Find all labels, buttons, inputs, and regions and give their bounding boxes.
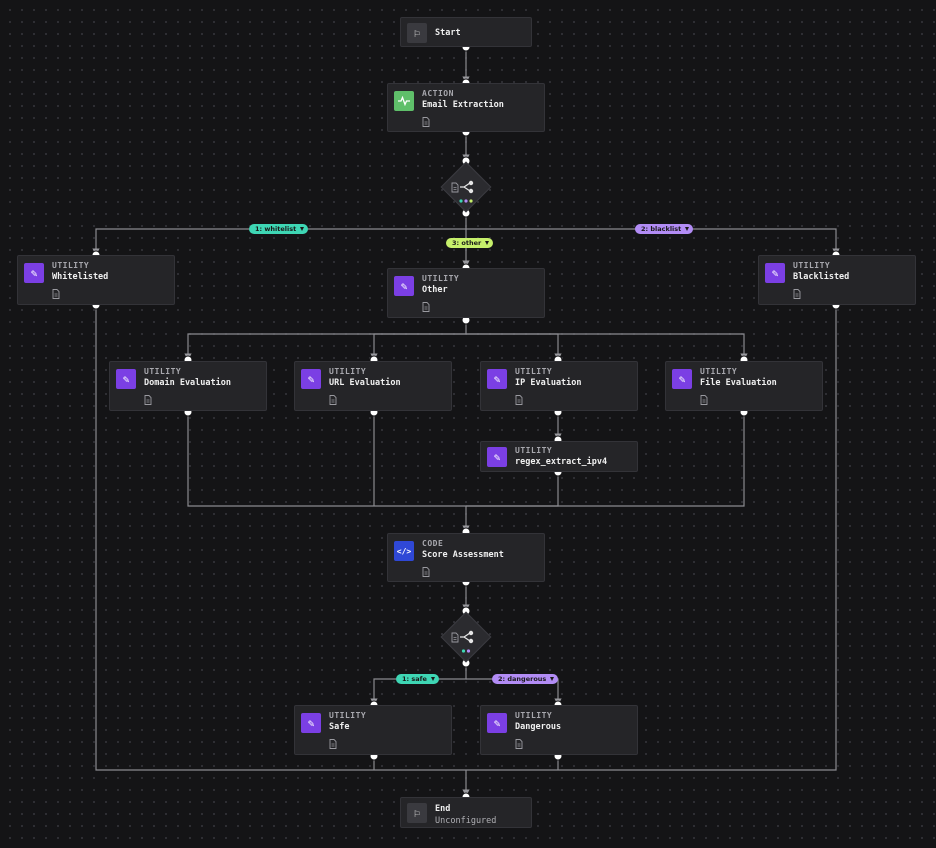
edge-file-score — [466, 412, 745, 507]
node-title: Blacklisted — [793, 272, 850, 282]
wrench-icon: ✎ — [394, 276, 414, 296]
caret-down-icon — [685, 227, 690, 231]
node-title: regex_extract_ipv4 — [515, 457, 608, 467]
node-title: Start — [435, 28, 461, 38]
caret-down-icon — [300, 227, 305, 231]
node-file-evaluation[interactable]: ✎ UTILITY File Evaluation — [665, 361, 823, 411]
node-subtitle: Unconfigured — [435, 816, 497, 826]
document-icon — [515, 395, 523, 405]
node-domain-evaluation[interactable]: ✎ UTILITY Domain Evaluation — [109, 361, 267, 411]
node-type: UTILITY — [515, 367, 553, 376]
document-icon — [451, 632, 459, 643]
branch-badge-whitelist[interactable]: 1: whitelist — [249, 224, 309, 234]
wrench-icon: ✎ — [672, 369, 692, 389]
node-type: ACTION — [422, 89, 454, 98]
document-icon — [422, 567, 430, 577]
node-type: UTILITY — [329, 711, 367, 720]
node-type: UTILITY — [793, 261, 831, 270]
branch-badge-blacklist[interactable]: 2: blacklist — [635, 224, 694, 234]
branch-badge-dangerous[interactable]: 2: dangerous — [492, 674, 559, 684]
document-icon — [451, 182, 459, 193]
node-end[interactable]: ⚐ End Unconfigured — [400, 797, 532, 828]
document-icon — [700, 395, 708, 405]
edge-other-domain — [184, 320, 467, 361]
wrench-icon: ✎ — [487, 713, 507, 733]
node-blacklisted[interactable]: ✎ UTILITY Blacklisted — [758, 255, 916, 305]
caret-down-icon — [485, 241, 490, 245]
node-type: UTILITY — [422, 274, 460, 283]
flag-icon: ⚐ — [407, 23, 427, 43]
node-safe[interactable]: ✎ UTILITY Safe — [294, 705, 452, 755]
node-type: UTILITY — [144, 367, 182, 376]
node-title: Score Assessment — [422, 550, 504, 560]
node-title: Email Extraction — [422, 100, 504, 110]
node-title: Domain Evaluation — [144, 378, 231, 388]
node-type: UTILITY — [515, 711, 553, 720]
node-url-evaluation[interactable]: ✎ UTILITY URL Evaluation — [294, 361, 452, 411]
branch-badge-other[interactable]: 3: other — [446, 238, 494, 248]
document-icon — [422, 117, 430, 127]
wrench-icon: ✎ — [301, 369, 321, 389]
node-dangerous[interactable]: ✎ UTILITY Dangerous — [480, 705, 638, 755]
branch-icon — [460, 180, 474, 194]
node-title: Whitelisted — [52, 272, 109, 282]
edge-other-url — [370, 333, 466, 361]
document-icon — [144, 395, 152, 405]
node-ip-evaluation[interactable]: ✎ UTILITY IP Evaluation — [480, 361, 638, 411]
node-type: UTILITY — [329, 367, 367, 376]
node-whitelisted[interactable]: ✎ UTILITY Whitelisted — [17, 255, 175, 305]
edge-other-ip — [466, 333, 562, 361]
wrench-icon: ✎ — [487, 447, 507, 467]
node-title: IP Evaluation — [515, 378, 582, 388]
branch-badge-safe[interactable]: 1: safe — [396, 674, 439, 684]
node-type: CODE — [422, 539, 444, 548]
edge-whitelisted-end — [95, 305, 466, 771]
wrench-icon: ✎ — [116, 369, 136, 389]
edge-other-file — [466, 333, 748, 361]
document-icon — [793, 289, 801, 299]
node-title: End — [435, 804, 451, 814]
document-icon — [515, 739, 523, 749]
node-email-extraction[interactable]: ACTION Email Extraction — [387, 83, 545, 132]
node-title: File Evaluation — [700, 378, 777, 388]
caret-down-icon — [550, 677, 555, 681]
node-title: URL Evaluation — [329, 378, 401, 388]
edge-diamond-blacklist — [466, 228, 840, 256]
document-icon — [329, 395, 337, 405]
wrench-icon: ✎ — [301, 713, 321, 733]
activity-icon — [394, 91, 414, 111]
node-other[interactable]: ✎ UTILITY Other — [387, 268, 545, 318]
document-icon — [329, 739, 337, 749]
wrench-icon: ✎ — [487, 369, 507, 389]
wrench-icon: ✎ — [24, 263, 44, 283]
document-icon — [422, 302, 430, 312]
node-title: Dangerous — [515, 722, 562, 732]
decision-node-2[interactable] — [440, 611, 492, 663]
branch-icon — [460, 630, 474, 644]
node-title: Other — [422, 285, 448, 295]
flag-icon: ⚐ — [407, 803, 427, 823]
node-type: UTILITY — [52, 261, 90, 270]
node-start[interactable]: ⚐ Start — [400, 17, 532, 47]
edge-regex-score — [466, 472, 559, 507]
node-regex-extract-ipv4[interactable]: ✎ UTILITY regex_extract_ipv4 — [480, 441, 638, 472]
wrench-icon: ✎ — [765, 263, 785, 283]
node-score-assessment[interactable]: </> CODE Score Assessment — [387, 533, 545, 582]
edge-domain-score — [187, 412, 466, 507]
node-title: Safe — [329, 722, 350, 732]
caret-down-icon — [430, 677, 435, 681]
code-icon: </> — [394, 541, 414, 561]
node-type: UTILITY — [515, 446, 553, 455]
edge-blacklisted-end — [466, 305, 837, 771]
node-type: UTILITY — [700, 367, 738, 376]
document-icon — [52, 289, 60, 299]
decision-node-1[interactable] — [440, 161, 492, 213]
